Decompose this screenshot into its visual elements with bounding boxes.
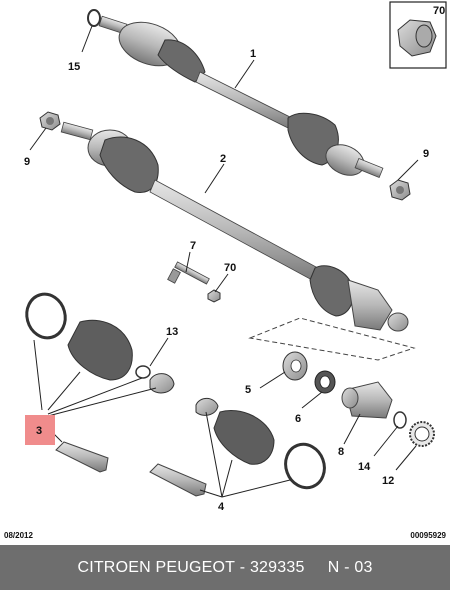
housing-8 <box>341 381 393 419</box>
callout-8: 8 <box>338 446 344 458</box>
clamp-ring-right <box>284 442 326 490</box>
callout-15: 15 <box>68 61 80 73</box>
callout-labels: 1 15 9 9 2 7 70 13 3 5 6 8 14 12 4 <box>24 48 429 513</box>
callout-4: 4 <box>218 501 225 513</box>
toothed-ring-12 <box>409 421 435 447</box>
clamp-ring-small-right <box>195 397 219 416</box>
diagram-date: 08/2012 <box>4 531 33 540</box>
nut-9-left <box>39 111 61 131</box>
callout-13: 13 <box>166 326 178 338</box>
footer-bar: CITROEN PEUGEOT - 329335 N - 03 <box>0 545 450 590</box>
grease-sachet-right <box>149 463 207 497</box>
leader-lines <box>29 25 419 498</box>
drive-shaft-2 <box>60 121 409 332</box>
callout-9-right: 9 <box>423 148 429 160</box>
callout-3: 3 <box>36 425 42 437</box>
footer-separator: - <box>235 558 250 576</box>
footer-variant: N - 03 <box>327 558 373 576</box>
callout-5: 5 <box>245 384 251 396</box>
diagram-code: 00095929 <box>410 531 446 540</box>
drive-shaft-1 <box>98 15 384 179</box>
footer-part-number: 329335 <box>249 558 305 576</box>
clamp-ring-small <box>149 373 175 394</box>
small-clamp-13 <box>135 365 151 379</box>
nut-70-mid <box>207 289 221 303</box>
callout-14: 14 <box>358 461 371 473</box>
bolt-7 <box>167 261 210 285</box>
nut-9-right <box>389 179 411 201</box>
ring-14 <box>393 411 407 429</box>
callout-3-highlight <box>25 415 55 445</box>
callout-7: 7 <box>190 240 196 252</box>
callout-12: 12 <box>382 475 394 487</box>
callout-70-box: 70 <box>433 5 445 17</box>
grease-sachet-left <box>55 441 109 473</box>
boot-left <box>67 319 133 381</box>
inset-nut-box: 70 <box>389 1 447 69</box>
clamp-ring-left <box>25 292 67 340</box>
callout-1: 1 <box>250 48 256 60</box>
footer-brand: CITROEN PEUGEOT <box>77 558 236 576</box>
ring-15 <box>87 9 101 27</box>
boot-right <box>213 410 275 465</box>
callout-6: 6 <box>295 413 301 425</box>
callout-9-left: 9 <box>24 156 30 168</box>
dashed-outline <box>248 317 416 361</box>
exploded-parts-diagram: 70 <box>24 1 447 513</box>
callout-2: 2 <box>220 153 226 165</box>
callout-70-mid: 70 <box>224 262 236 274</box>
